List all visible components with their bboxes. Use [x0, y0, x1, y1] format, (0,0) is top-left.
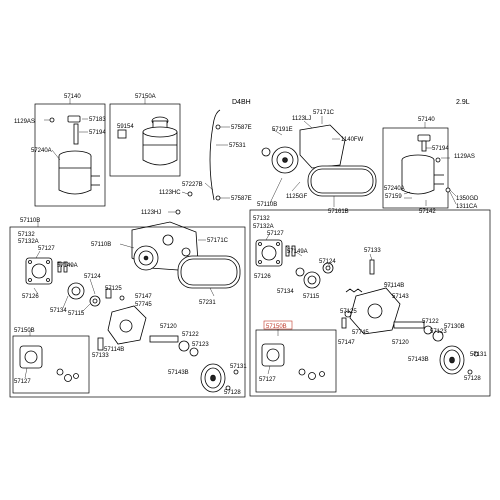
- part-label: 57128: [464, 376, 481, 382]
- gasket-kit-left: [12, 330, 90, 394]
- box-outline: [12, 335, 90, 394]
- part-label: 57134: [50, 308, 67, 314]
- part-label: 57115: [303, 294, 320, 300]
- part-label: 57143: [392, 294, 409, 300]
- part-label: 1350GD: [456, 196, 479, 202]
- part-label: 59154: [117, 124, 134, 130]
- part-label: 57183: [89, 117, 106, 123]
- part-label: 57194: [432, 146, 449, 152]
- pump-bracket-right: [261, 116, 377, 207]
- pump-exploded-left: [9, 221, 246, 398]
- hose-assembly: [168, 109, 230, 215]
- part-label: 57149A: [57, 263, 78, 269]
- box-outline: [382, 127, 449, 209]
- part-label: 57171C: [313, 110, 335, 116]
- part-label: 57127: [267, 231, 284, 237]
- part-label: 57150B: [14, 328, 35, 334]
- part-label: 57149A: [287, 249, 308, 255]
- engine-label-2-9l: 2.9L: [456, 99, 470, 106]
- part-label: 57110B: [257, 202, 277, 208]
- part-label: 57132A: [18, 239, 39, 245]
- part-label: 57147: [338, 340, 355, 346]
- part-label: 57114B: [104, 347, 124, 353]
- box-outline: [255, 329, 337, 393]
- part-label: 57120: [160, 324, 177, 330]
- part-label: 57143B: [408, 357, 429, 363]
- reservoir-assembly-left: [34, 98, 106, 207]
- reservoir-assembly-center: [109, 98, 181, 177]
- part-label: 57130B: [444, 324, 465, 330]
- part-label: 57115: [68, 311, 85, 317]
- part-label: 57114B: [384, 283, 404, 289]
- part-label: 1125GF: [286, 194, 308, 200]
- part-label: 57132: [18, 232, 35, 238]
- part-label: 57587E: [231, 125, 252, 131]
- part-label: 57745: [135, 302, 152, 308]
- part-label: 57125: [105, 286, 122, 292]
- part-label: 57150A: [135, 94, 156, 100]
- part-label: 1123HC: [159, 190, 181, 196]
- part-label: 57227B: [182, 182, 203, 188]
- part-label: 57531: [229, 143, 246, 149]
- part-label: 57147: [135, 294, 152, 300]
- part-label: 57131: [230, 364, 247, 370]
- part-label: 57110B: [91, 242, 111, 248]
- part-label: 57127: [14, 379, 31, 385]
- pump-bracket-left: [119, 221, 241, 297]
- part-label: 57140: [418, 117, 435, 123]
- part-label: 57125: [340, 309, 357, 315]
- part-label: 57240A: [384, 186, 405, 192]
- part-label: 57126: [254, 274, 271, 280]
- part-label: 57128: [224, 390, 241, 396]
- part-label: 57587E: [231, 196, 252, 202]
- part-label: 57124: [319, 259, 336, 265]
- part-label: 57122: [182, 332, 199, 338]
- part-label: 57120: [392, 340, 409, 346]
- part-label: 57132: [253, 216, 270, 222]
- part-label: 57143B: [168, 370, 189, 376]
- drive-belt: [177, 255, 241, 289]
- part-label: 57240A: [31, 148, 52, 154]
- part-label: 1129AS: [14, 119, 35, 125]
- part-label: 57127: [38, 246, 55, 252]
- engine-label-d4bh: D4BH: [232, 99, 251, 106]
- part-label: 57132A: [253, 224, 274, 230]
- part-label: 57159: [385, 194, 402, 200]
- part-label: 57171C: [207, 238, 229, 244]
- part-label: 1123HJ: [141, 210, 161, 216]
- part-label: 57122: [422, 319, 439, 325]
- box-outline: [9, 226, 246, 398]
- part-label: 57191E: [272, 127, 293, 133]
- part-label: 57231: [199, 300, 216, 306]
- part-label: 57127: [259, 377, 276, 383]
- part-label: 1129AS: [454, 154, 475, 160]
- box-outline: [249, 209, 491, 397]
- gasket-kit-right: [255, 320, 337, 393]
- highlighted-part-label[interactable]: 57150B: [266, 324, 287, 330]
- part-label: 57142: [419, 209, 436, 215]
- part-label: 1140FW: [341, 137, 364, 143]
- part-label: 57123: [192, 342, 209, 348]
- part-label: 57133: [364, 248, 381, 254]
- drive-belt: [307, 165, 377, 197]
- part-label: 57194: [89, 130, 106, 136]
- reservoir-assembly-right: [382, 122, 457, 209]
- part-label: 57134: [277, 289, 294, 295]
- part-label: 57110B: [20, 218, 40, 224]
- part-label: 57124: [84, 274, 101, 280]
- part-label: 57123: [430, 329, 447, 335]
- part-label: 57131: [470, 352, 487, 358]
- part-label: 57133: [92, 353, 109, 359]
- part-label: 57140: [64, 94, 81, 100]
- part-label: 1311CA: [456, 204, 477, 210]
- part-label: 57161B: [328, 209, 349, 215]
- pump-exploded-right: [249, 209, 491, 397]
- part-label: 57126: [22, 294, 39, 300]
- part-label: 57745: [352, 330, 369, 336]
- part-label: 1123LJ: [292, 116, 311, 122]
